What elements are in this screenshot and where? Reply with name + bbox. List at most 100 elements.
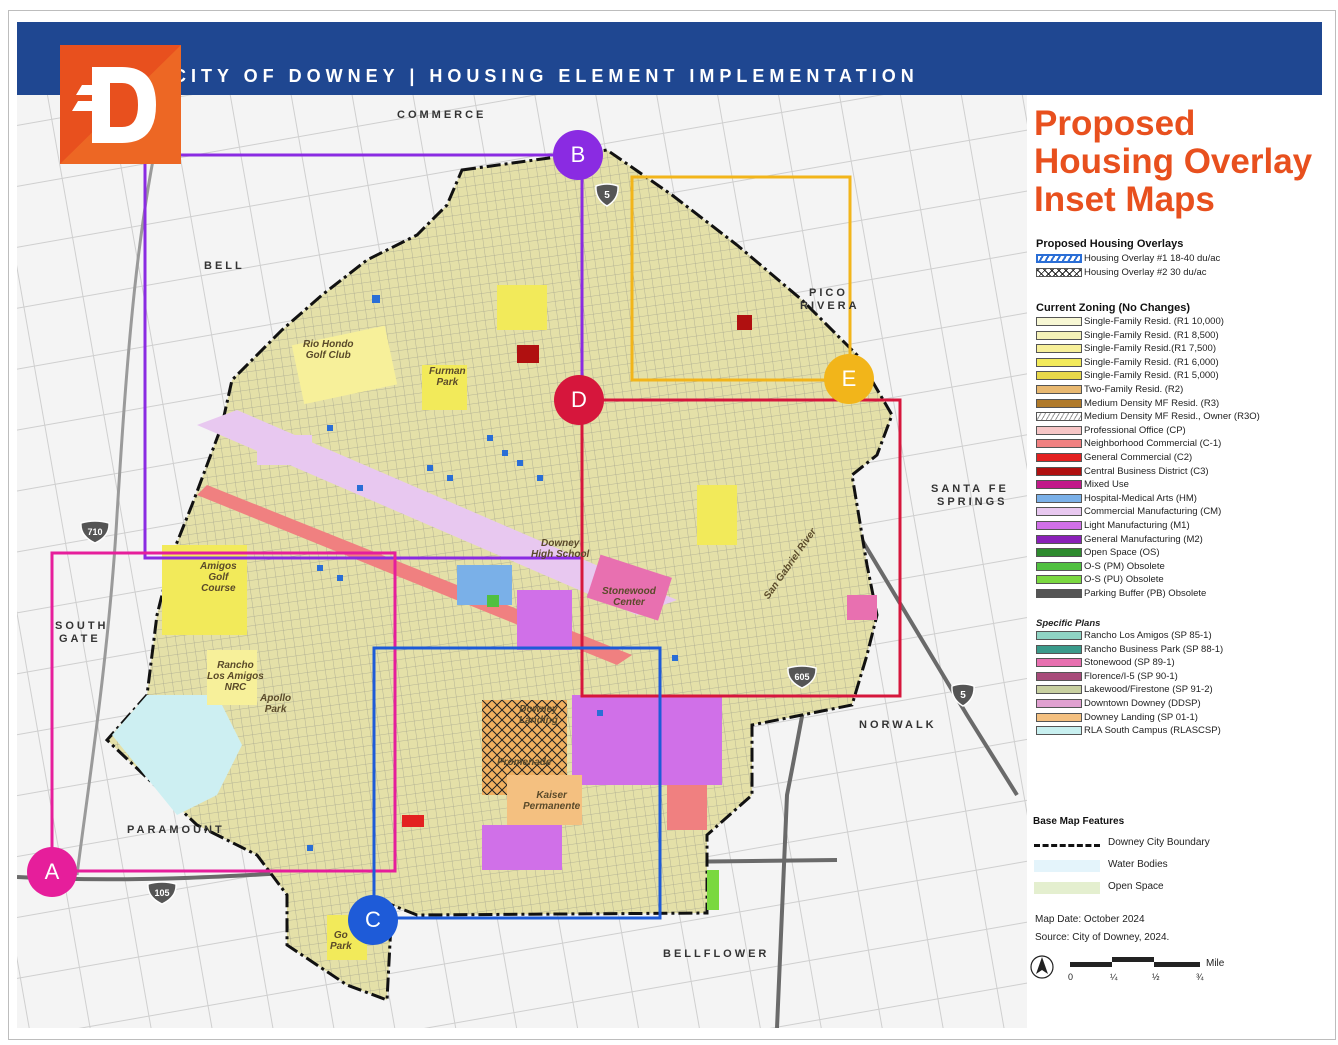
scale-bar: Mile 0 ¼ ½ ¾ (1030, 955, 1225, 982)
shield-710-label: 710 (87, 527, 102, 537)
cm-parcel (257, 435, 312, 465)
rancho-nrc (207, 650, 257, 705)
zoning-swatch (1036, 317, 1082, 326)
zoning-label: Light Manufacturing (M1) (1084, 520, 1190, 531)
zoning-label: Medium Density MF Resid., Owner (R3O) (1084, 411, 1260, 423)
zoning-swatch (1036, 507, 1082, 517)
zoning-swatch (1036, 480, 1082, 490)
city-label-norwalk: NORWALK (859, 719, 937, 731)
zoning-label: Single-Family Resid.(R1 7,500) (1084, 343, 1216, 355)
scale-unit: Mile (1206, 958, 1225, 969)
shield-5-north-label: 5 (604, 190, 610, 201)
furman-park (422, 365, 467, 410)
downey-logo (60, 45, 181, 164)
inset-c-frame[interactable] (372, 646, 662, 920)
map-area[interactable]: COMMERCE BELL PICO RIVERA SANTA FE SPRIN… (17, 95, 1027, 1028)
city-label-santa-fe: SANTA FE (931, 483, 1009, 495)
interstate-shield-icon: 5 (951, 683, 975, 707)
stonewood-east (847, 595, 877, 620)
interstate-shield-icon: 710 (80, 520, 110, 544)
kaiser-permanente (507, 775, 582, 825)
open-space-parcel (487, 595, 499, 607)
north-arrow-icon (1030, 955, 1054, 979)
city-label-pico: PICO (809, 287, 848, 299)
zoning-heading: Current Zoning (No Changes) (1036, 302, 1190, 314)
zoning-swatch (1036, 548, 1082, 558)
overlay-1-swatch (1036, 254, 1082, 263)
zoning-swatch (1036, 534, 1082, 544)
c2-parcel (402, 815, 424, 827)
specific-plans-heading: Specific Plans (1036, 618, 1101, 629)
zoning-label: Single-Family Resid. (R1 10,000) (1084, 316, 1224, 327)
city-label-paramount: PARAMOUNT (127, 824, 225, 836)
inset-d-marker[interactable]: D (554, 375, 604, 425)
inset-b-marker[interactable]: B (553, 130, 603, 180)
city-label-bell: BELL (204, 260, 245, 272)
housing-overlay-1-parcels (307, 295, 678, 851)
zoning-label: Neighborhood Commercial (C-1) (1084, 438, 1222, 450)
header-banner (17, 22, 1322, 95)
specific-plan-swatch (1036, 644, 1082, 654)
inset-c-marker[interactable]: C (348, 895, 398, 945)
place-label-kaiser: Kaiser Permanente (523, 790, 581, 812)
specific-plan-swatch (1036, 658, 1082, 668)
specific-plan-swatch (1036, 712, 1082, 722)
legend-panel: Proposed Housing Overlay Inset Maps Prop… (1030, 100, 1326, 1025)
shield-5-south-label: 5 (960, 690, 966, 701)
map-date: Map Date: October 2024 (1035, 914, 1145, 925)
scale-tick-2: ½ (1152, 972, 1160, 982)
specific-plan-label: Downtown Downey (DDSP) (1084, 698, 1201, 709)
inset-b-frame[interactable] (143, 153, 584, 560)
inset-a-label: A (44, 859, 60, 884)
zoning-swatch (1036, 439, 1082, 449)
zoning-swatch (1036, 453, 1082, 462)
shield-105-label: 105 (154, 888, 169, 898)
legend-title-line-1: Proposed (1034, 104, 1196, 143)
c3-parcel-2 (737, 315, 752, 330)
zoning-label: O-S (PM) Obsolete (1084, 560, 1165, 572)
inset-d-label: D (571, 387, 587, 412)
inset-d-frame[interactable] (580, 398, 902, 698)
zoning-swatch (1036, 412, 1082, 422)
inset-e-frame[interactable] (630, 175, 852, 382)
city-label-commerce: COMMERCE (397, 109, 487, 121)
m1-parcel-2 (572, 695, 722, 785)
zoning-label: General Commercial (C2) (1084, 452, 1193, 463)
commercial-parcel-south (667, 785, 707, 830)
shield-605-label: 605 (794, 672, 809, 682)
specific-plan-label: Downey Landing (SP 01-1) (1084, 711, 1198, 723)
inset-e-marker[interactable]: E (824, 354, 874, 404)
legend-title-line-3: Inset Maps (1034, 180, 1215, 219)
inset-a-frame[interactable] (50, 551, 397, 873)
inset-e-label: E (841, 366, 857, 391)
zoning-label: Parking Buffer (PB) Obsolete (1084, 588, 1207, 599)
yellow-parcel-2 (697, 485, 737, 545)
inset-a-marker[interactable]: A (27, 847, 77, 897)
specific-plan-swatch (1036, 631, 1082, 640)
legend-title: Proposed Housing Overlay Inset Maps (1034, 105, 1312, 219)
place-label-rio-hondo: Rio Hondo Golf Club (303, 339, 354, 361)
interstate-shield-icon: 5 (595, 183, 619, 207)
interstate-shield-icon: 105 (147, 881, 177, 905)
specific-plan-label: Rancho Business Park (SP 88-1) (1084, 643, 1224, 655)
scale-tick-1: ¼ (1110, 972, 1118, 982)
zoning-swatch (1036, 493, 1082, 503)
boundary-swatch (1034, 844, 1100, 847)
specific-plan-label: Stonewood (SP 89-1) (1084, 657, 1175, 669)
interstate-shield-icon: 605 (787, 665, 817, 689)
zoning-label: Two-Family Resid. (R2) (1084, 384, 1184, 395)
rio-hondo-golf-club (291, 325, 398, 405)
amigos-golf-course (162, 545, 247, 635)
overlays-heading: Proposed Housing Overlays (1036, 238, 1184, 250)
zoning-swatch (1036, 357, 1082, 367)
zoning-swatch (1036, 330, 1082, 340)
stonewood-center (586, 554, 672, 621)
zoning-label: Central Business District (C3) (1084, 465, 1209, 477)
zoning-label: Professional Office (CP) (1084, 424, 1186, 436)
place-label-furman-park: Furman Park (429, 366, 466, 388)
c3-parcel-1 (517, 345, 539, 363)
zoning-label: Single-Family Resid. (R1 8,500) (1084, 329, 1219, 341)
base-features-heading: Base Map Features (1033, 816, 1125, 827)
specific-plan-swatch (1036, 726, 1082, 736)
specific-plan-label: Rancho Los Amigos (SP 85-1) (1084, 630, 1212, 641)
